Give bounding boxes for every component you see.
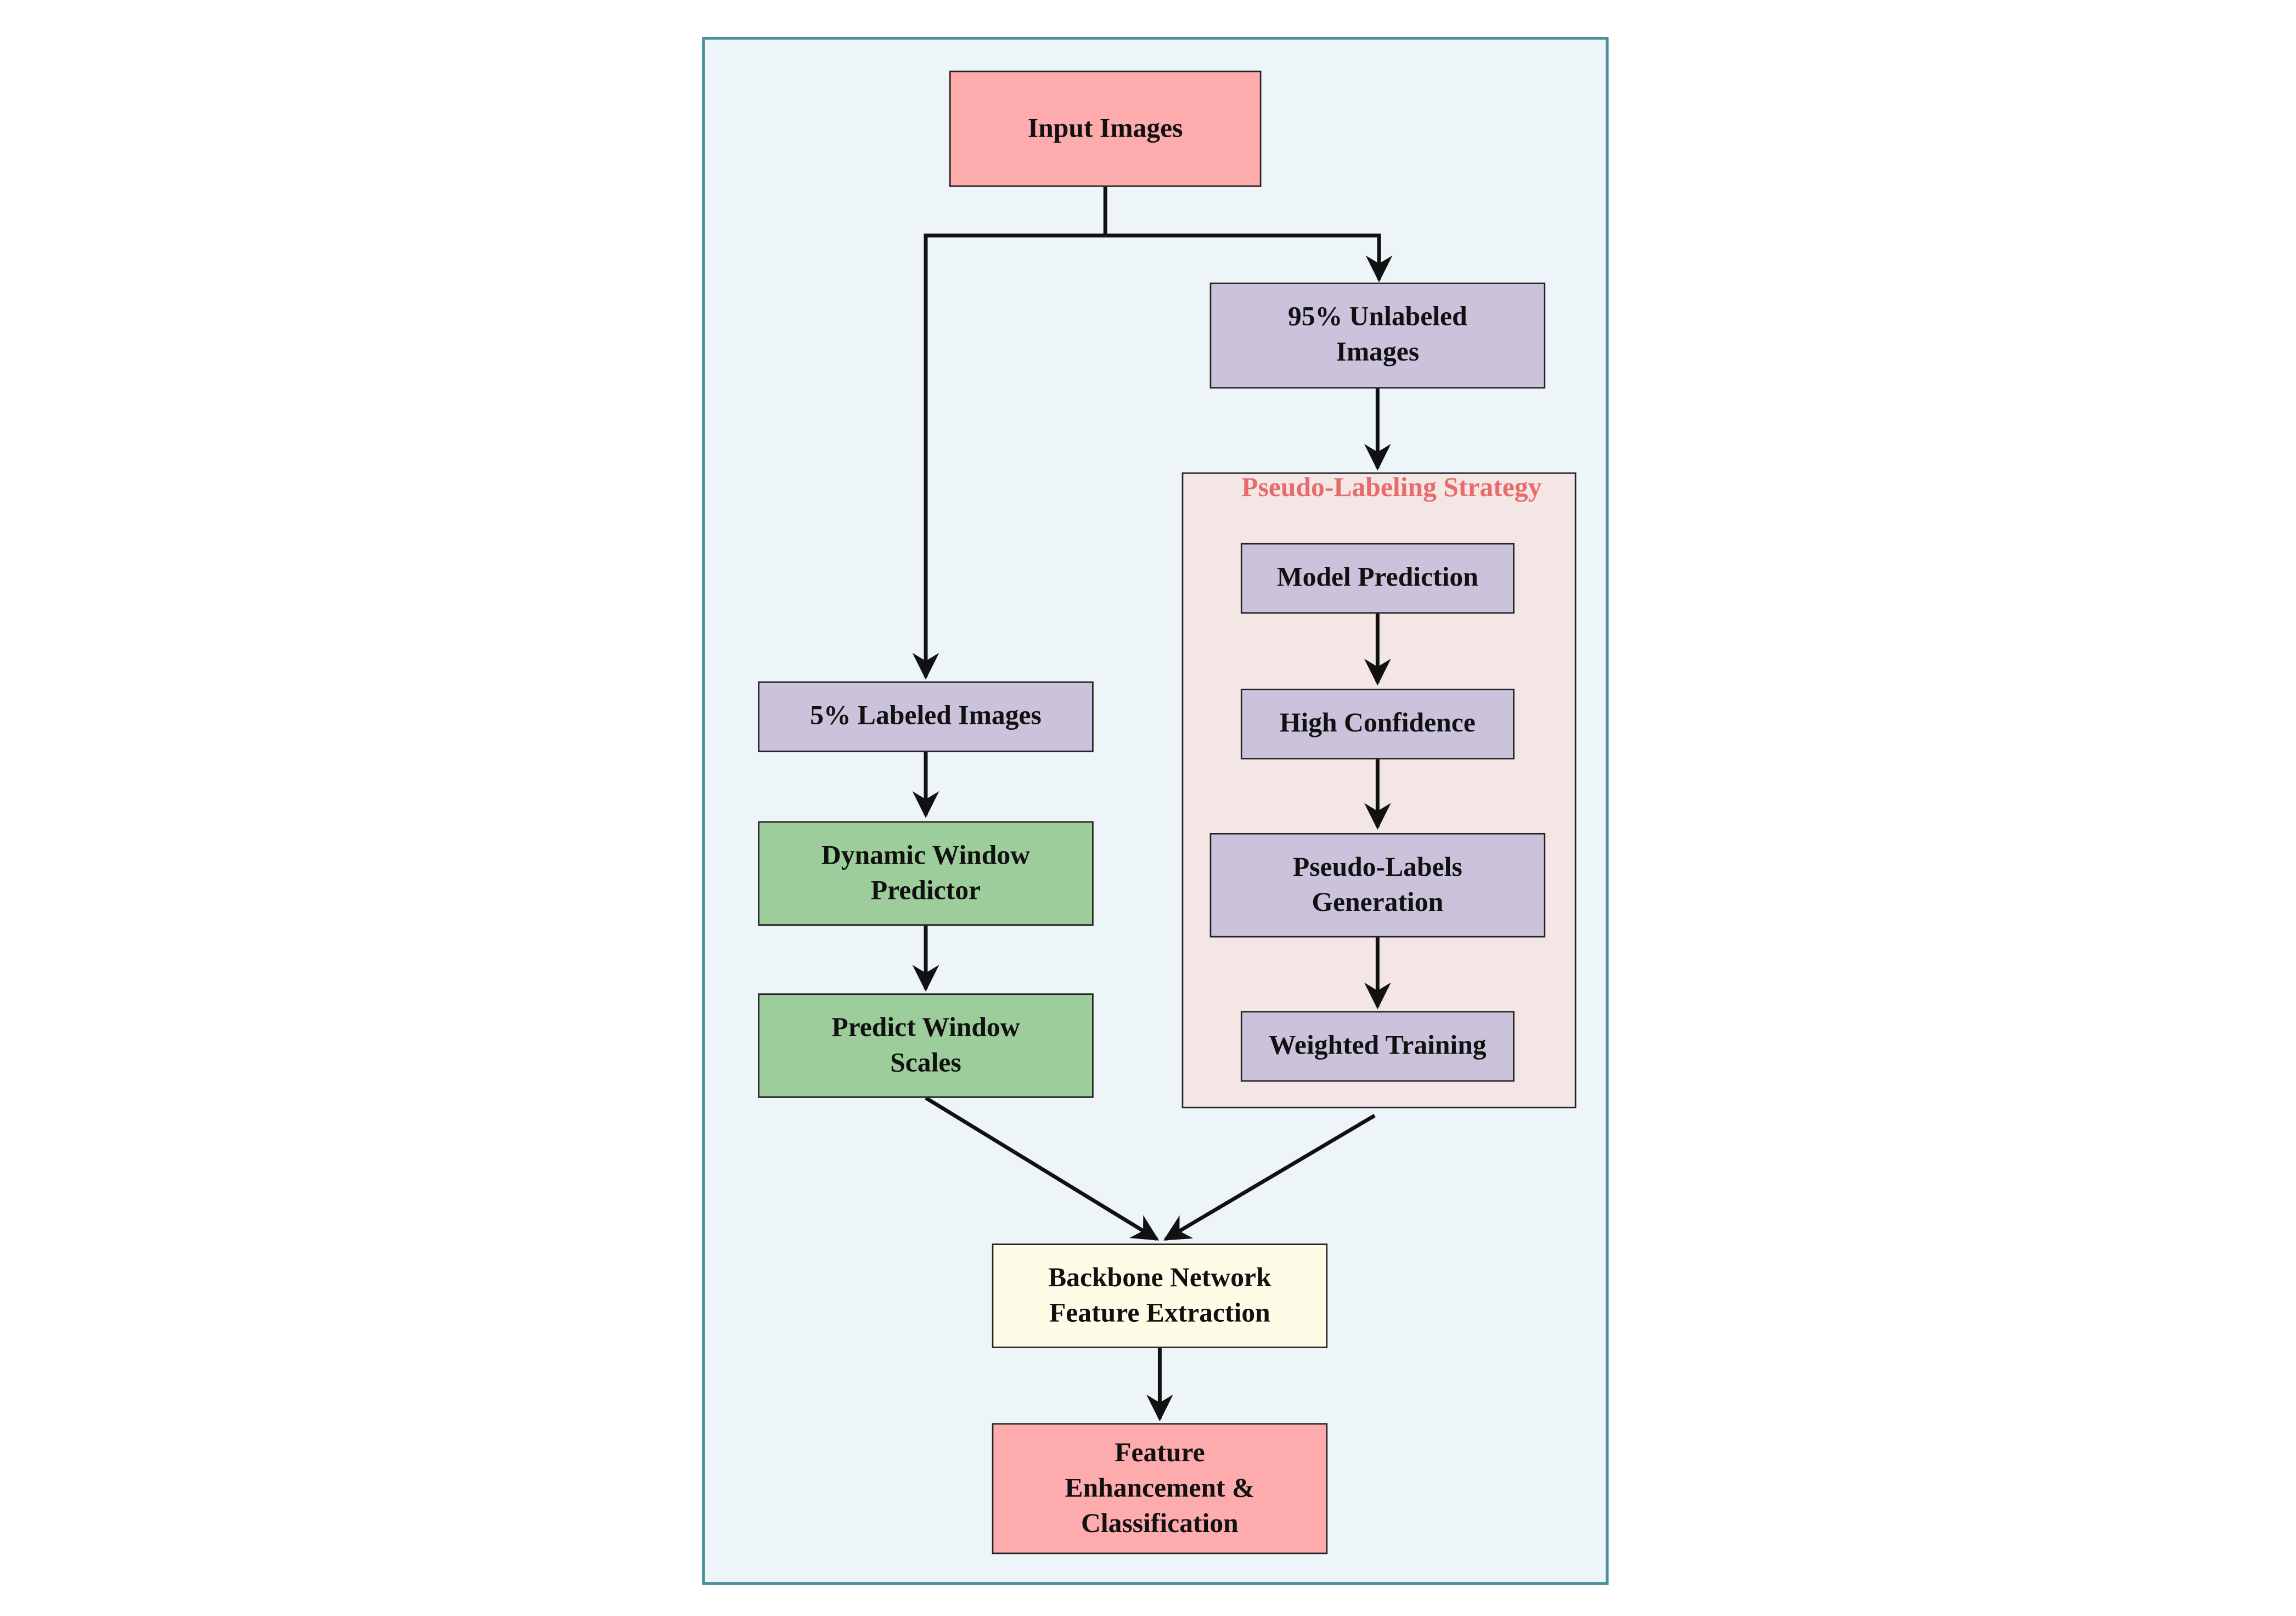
- labeled-images-node: 5% Labeled Images: [758, 681, 1094, 752]
- backbone-network-node: Backbone Network Feature Extraction: [992, 1243, 1328, 1348]
- predict-window-scales-node: Predict Window Scales: [758, 993, 1094, 1098]
- arrow-to-unlabeled: [1105, 233, 1393, 283]
- weighted-training-node: Weighted Training: [1240, 1011, 1515, 1082]
- pseudo-labeling-title: Pseudo-Labeling Strategy: [1241, 474, 1542, 504]
- dynamic-window-predictor-node: Dynamic Window Predictor: [758, 821, 1094, 926]
- model-prediction-node: Model Prediction: [1240, 543, 1515, 614]
- feature-enhancement-node: Feature Enhancement & Classification: [992, 1423, 1328, 1555]
- unlabeled-images-node: 95% Unlabeled Images: [1209, 282, 1546, 389]
- arrow-to-labeled: [912, 233, 1106, 680]
- input-images-node: Input Images: [949, 70, 1262, 187]
- high-confidence-node: High Confidence: [1240, 689, 1515, 759]
- arrow-predict-to-backbone: [925, 1096, 1160, 1241]
- arrow-strategy-to-backbone: [1163, 1113, 1376, 1241]
- pseudo-labels-generation-node: Pseudo-Labels Generation: [1209, 833, 1546, 938]
